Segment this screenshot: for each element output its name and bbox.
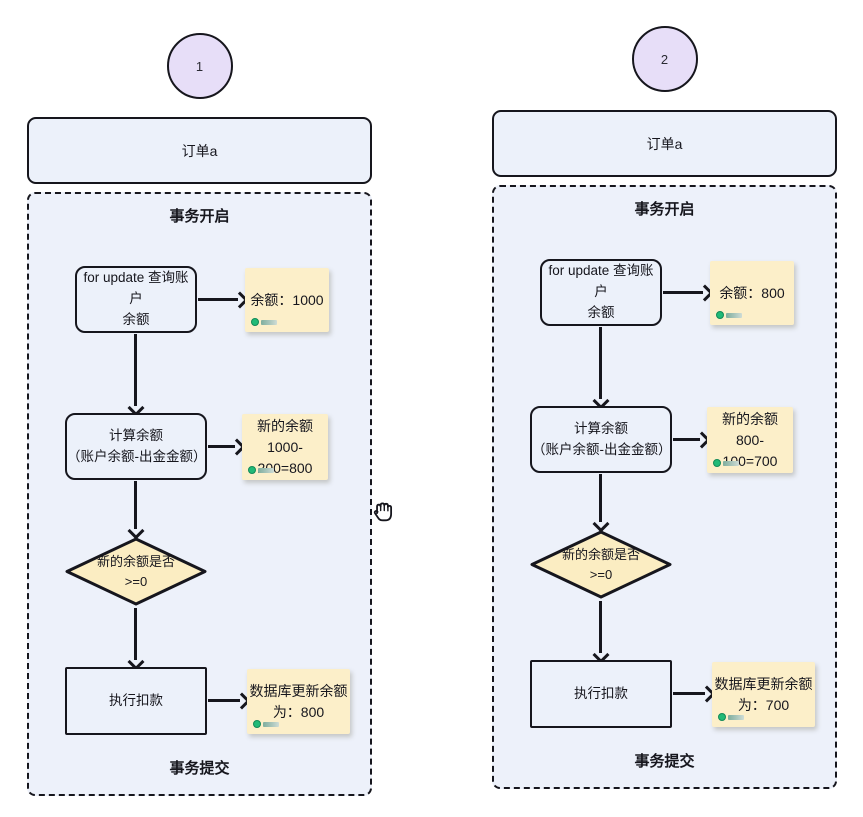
- arrow-query-to-compute[interactable]: [134, 334, 137, 406]
- transaction-begin-label: 事务开启: [169, 208, 230, 225]
- watermark-tiny-text: [258, 467, 274, 473]
- compute-balance-node[interactable]: 计算余额 （账户余额-出金金额）: [530, 406, 672, 473]
- decision-line1: 新的余额是否: [561, 547, 640, 562]
- note-watermark: [713, 459, 739, 467]
- diamond-shape: [530, 530, 672, 599]
- transaction-begin-label: 事务开启: [634, 201, 695, 218]
- watermark-tiny-text: [723, 460, 739, 466]
- arrow-decision-to-execute[interactable]: [134, 608, 137, 660]
- query-balance-line2: 余额: [587, 304, 615, 320]
- arrow-query-to-compute[interactable]: [599, 327, 602, 399]
- arrow-compute-to-decision[interactable]: [134, 481, 137, 529]
- note-watermark: [718, 713, 744, 721]
- decision-line2: >=0: [124, 573, 148, 589]
- decision-label: 新的余额是否 >=0: [529, 529, 673, 600]
- balance-note[interactable]: 余额：800: [710, 261, 794, 325]
- db-update-line2: 为：800: [272, 703, 325, 720]
- note-watermark: [716, 311, 742, 319]
- arrow-execute-to-note[interactable]: [208, 699, 240, 702]
- watermark-tiny-text: [261, 319, 277, 325]
- decision-line1: 新的余额是否: [96, 554, 175, 569]
- note-watermark: [251, 318, 277, 326]
- sequence-badge[interactable]: 2: [631, 26, 698, 92]
- compute-balance-line1: 计算余额: [574, 420, 628, 436]
- arrow-compute-to-decision[interactable]: [599, 474, 602, 522]
- transaction-container[interactable]: 事务开启 for update 查询账户 余额 余额：800 计算余额 （账户余…: [492, 185, 837, 789]
- grab-hand-cursor-icon: [373, 502, 393, 522]
- watermark-tiny-text: [263, 721, 279, 727]
- execute-deduction-label: 执行扣款: [574, 685, 628, 701]
- compute-balance-node[interactable]: 计算余额 （账户余额-出金金额）: [65, 413, 207, 480]
- note-watermark: [253, 720, 279, 728]
- arrow-compute-to-note[interactable]: [673, 438, 700, 441]
- sequence-badge[interactable]: 1: [166, 33, 233, 99]
- new-balance-note[interactable]: 新的余额 1000-200=800: [242, 414, 328, 480]
- compute-balance-line2: （账户余额-出金金额）: [67, 448, 207, 464]
- balance-note-text: 余额：1000: [250, 291, 324, 308]
- watermark-logo-icon: [716, 311, 724, 319]
- query-balance-line1: for update 查询账户: [548, 263, 654, 300]
- compute-balance-line2: （账户余额-出金金额）: [532, 441, 672, 457]
- new-balance-line1: 新的余额: [257, 417, 313, 434]
- flow-panel-2: 2 订单a 事务开启 for update 查询账户 余额 余额：800 计算余…: [492, 26, 837, 791]
- query-balance-line2: 余额: [122, 311, 150, 327]
- new-balance-note[interactable]: 新的余额 800-100=700: [707, 407, 793, 473]
- transaction-commit-label: 事务提交: [634, 753, 695, 770]
- order-node[interactable]: 订单a: [492, 110, 837, 177]
- watermark-logo-icon: [251, 318, 259, 326]
- order-label: 订单a: [646, 135, 683, 152]
- db-update-line2: 为：700: [737, 696, 790, 713]
- watermark-logo-icon: [718, 713, 726, 721]
- transaction-container[interactable]: 事务开启 for update 查询账户 余额 余额：1000 计算余额 （账户…: [27, 192, 372, 796]
- transaction-commit-label: 事务提交: [169, 760, 230, 777]
- watermark-tiny-text: [728, 714, 744, 720]
- query-balance-line1: for update 查询账户: [83, 270, 189, 307]
- decision-node[interactable]: 新的余额是否 >=0: [529, 529, 673, 600]
- diamond-shape: [65, 537, 207, 606]
- sequence-badge-label: 2: [660, 51, 669, 67]
- note-watermark: [248, 466, 274, 474]
- arrow-decision-to-execute[interactable]: [599, 601, 602, 653]
- execute-deduction-label: 执行扣款: [109, 692, 163, 708]
- arrow-query-to-note[interactable]: [663, 291, 703, 294]
- new-balance-line1: 新的余额: [722, 410, 778, 427]
- watermark-tiny-text: [726, 312, 742, 318]
- compute-balance-line1: 计算余额: [109, 427, 163, 443]
- watermark-logo-icon: [713, 459, 721, 467]
- execute-deduction-node[interactable]: 执行扣款: [65, 667, 207, 735]
- watermark-logo-icon: [248, 466, 256, 474]
- arrow-compute-to-note[interactable]: [208, 445, 235, 448]
- balance-note-text: 余额：800: [719, 284, 785, 301]
- decision-node[interactable]: 新的余额是否 >=0: [64, 536, 208, 607]
- order-node[interactable]: 订单a: [27, 117, 372, 184]
- db-update-note[interactable]: 数据库更新余额 为：800: [247, 669, 350, 734]
- query-balance-node[interactable]: for update 查询账户 余额: [75, 266, 197, 333]
- db-update-line1: 数据库更新余额: [714, 675, 813, 692]
- execute-deduction-node[interactable]: 执行扣款: [530, 660, 672, 728]
- db-update-note[interactable]: 数据库更新余额 为：700: [712, 662, 815, 727]
- arrow-execute-to-note[interactable]: [673, 692, 705, 695]
- flow-panel-1: 1 订单a 事务开启 for update 查询账户 余额 余额：1000 计算…: [27, 33, 372, 798]
- decision-line2: >=0: [589, 566, 613, 582]
- balance-note[interactable]: 余额：1000: [245, 268, 329, 332]
- query-balance-node[interactable]: for update 查询账户 余额: [540, 259, 662, 326]
- arrow-query-to-note[interactable]: [198, 298, 238, 301]
- sequence-badge-label: 1: [195, 58, 204, 74]
- order-label: 订单a: [181, 142, 218, 159]
- decision-label: 新的余额是否 >=0: [64, 536, 208, 607]
- db-update-line1: 数据库更新余额: [249, 682, 348, 699]
- watermark-logo-icon: [253, 720, 261, 728]
